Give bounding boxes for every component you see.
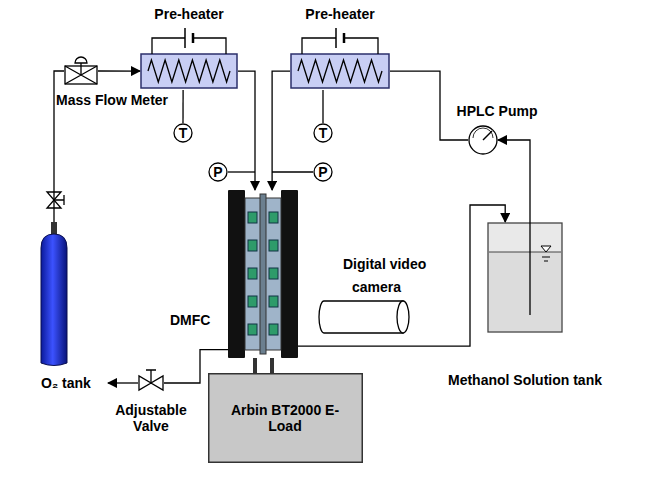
pre-heater: Pre-heater bbox=[140, 4, 238, 90]
pre-heater: Pre-heater bbox=[290, 4, 390, 90]
node-label: T bbox=[179, 125, 188, 141]
oxygen-tank-art bbox=[40, 222, 68, 367]
node-label: DMFC bbox=[170, 312, 210, 328]
node-label: Arbin BT2000 E-Load bbox=[228, 402, 343, 434]
pressure-tap bbox=[228, 171, 255, 172]
hplc-pump: HPLC Pump bbox=[468, 125, 498, 155]
pipe-connector bbox=[498, 140, 530, 222]
fuel-cell-stack: DMFC bbox=[228, 190, 298, 358]
hplc-pump-art bbox=[468, 125, 498, 155]
node-label: P bbox=[213, 164, 222, 180]
shutoff-valve bbox=[47, 192, 64, 208]
pipe-connector bbox=[253, 358, 257, 373]
pipe-connector bbox=[390, 71, 468, 140]
node-label: O₂ tank bbox=[41, 375, 91, 391]
pipe-connector bbox=[238, 71, 255, 190]
pressure-gauge: P bbox=[208, 162, 228, 182]
temperature-gauge: T bbox=[313, 123, 333, 143]
pipe-connector bbox=[272, 71, 290, 190]
adjustable-valve-art bbox=[138, 374, 164, 392]
methanol-tank: Methanol Solution tank bbox=[487, 222, 563, 333]
electrode-rod bbox=[270, 358, 274, 373]
node-label: Adjustable Valve bbox=[106, 402, 196, 434]
node-label: Mass Flow Meter bbox=[56, 92, 168, 108]
node-label: P bbox=[318, 164, 327, 180]
electronic-load: Arbin BT2000 E-Load bbox=[208, 373, 363, 463]
node-label: Methanol Solution tank bbox=[448, 372, 602, 388]
methanol-tank-art bbox=[487, 222, 563, 333]
pressure-tap bbox=[272, 171, 313, 172]
pressure-gauge: P bbox=[313, 162, 333, 182]
node-label: HPLC Pump bbox=[457, 103, 538, 119]
video-camera-art bbox=[318, 300, 410, 334]
pipe-connector bbox=[182, 90, 183, 123]
exhaust-arrow bbox=[108, 382, 138, 383]
node-label: Pre-heater bbox=[305, 6, 374, 22]
pipe-connector bbox=[298, 205, 505, 346]
node-label: Digital video bbox=[343, 256, 426, 272]
node-label: Pre-heater bbox=[154, 6, 223, 22]
fuel-cell-stack-art bbox=[228, 190, 298, 358]
temperature-gauge: T bbox=[173, 123, 193, 143]
pipe-connector bbox=[98, 70, 140, 71]
node-label: T bbox=[319, 125, 328, 141]
node-label: camera bbox=[352, 279, 401, 295]
oxygen-tank: O₂ tank bbox=[40, 222, 68, 367]
video-camera: Digital videocamera bbox=[318, 300, 410, 334]
adjustable-valve: Adjustable Valve bbox=[138, 374, 164, 392]
mass-flow-meter: Mass Flow Meter bbox=[64, 57, 98, 85]
pipe-connector bbox=[322, 90, 323, 123]
mass-flow-meter-art bbox=[64, 57, 98, 85]
